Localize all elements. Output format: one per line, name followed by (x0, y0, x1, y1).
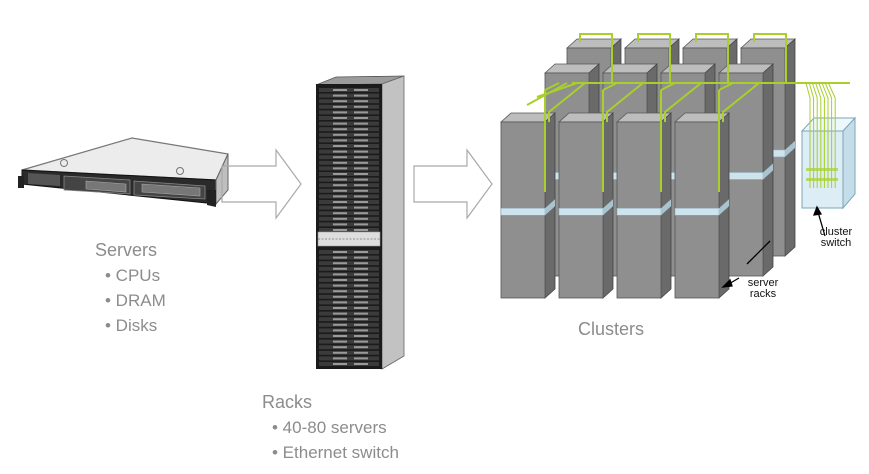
rack-server-unit (319, 116, 379, 120)
arrow-racks-to-clusters (413, 148, 493, 220)
rack-server-unit (319, 294, 379, 299)
cluster-rack (615, 112, 673, 299)
rack-server-unit (319, 322, 379, 327)
rack-server-unit (319, 88, 379, 92)
rack-server-unit (319, 278, 379, 282)
rack-server-unit (319, 216, 379, 221)
rack-server-unit (319, 350, 379, 355)
rack-server-unit (319, 250, 379, 254)
rack-server-unit (319, 177, 379, 182)
rack-server-unit (319, 356, 379, 361)
rack-server-unit (319, 266, 379, 271)
server-racks-label: server racks (741, 278, 785, 300)
rack-server-unit (319, 183, 379, 188)
servers-bullets: • CPUs • DRAM • Disks (105, 263, 166, 338)
rack-server-unit (319, 121, 379, 126)
cluster-switch-illustration (800, 82, 857, 210)
rack-server-unit (319, 138, 379, 143)
label-pointers (721, 205, 826, 288)
rack-server-unit (319, 200, 379, 204)
cluster-rack (499, 112, 557, 299)
rack-server-unit (319, 261, 379, 266)
rack-server-unit (319, 127, 379, 132)
rack-server-unit (319, 132, 379, 137)
racks-bullet-ethernet-switch: • Ethernet switch (272, 443, 399, 462)
racks-bullet-servers: • 40-80 servers (272, 418, 387, 437)
cluster-cables (526, 33, 850, 192)
rack-server-unit (319, 345, 379, 350)
servers-bullet-disks: • Disks (105, 316, 158, 335)
rack-server-unit (319, 317, 379, 322)
cluster-switch-label-line1: cluster (819, 226, 853, 238)
rack-server-unit (319, 160, 379, 165)
rack-server-unit (319, 188, 379, 193)
rack-server-unit (319, 172, 379, 176)
servers-bullet-cpus: • CPUs (105, 266, 161, 285)
rack-server-unit (319, 334, 379, 338)
racks-bullets: • 40-80 servers • Ethernet switch (272, 415, 399, 465)
rack-server-unit (319, 306, 379, 310)
rack-server-unit (319, 205, 379, 210)
rack-server-unit (319, 211, 379, 216)
cluster-switch-label-line2: switch (820, 237, 852, 249)
rack-server-unit (319, 194, 379, 199)
rack-server-unit (319, 104, 379, 109)
racks-title: Racks (262, 392, 313, 412)
rack-server-unit (319, 283, 379, 288)
rack-server-unit (319, 255, 379, 260)
cluster-rack (557, 112, 615, 299)
rack-server-unit (319, 99, 379, 104)
rack-server-unit (319, 272, 379, 277)
server-illustration (18, 137, 229, 207)
server-racks-label-line2: racks (749, 288, 777, 300)
rack-illustration (315, 75, 405, 370)
rack-server-unit (319, 155, 379, 160)
rack-server-unit (319, 300, 379, 305)
rack-server-unit (319, 328, 379, 333)
rack-server-unit (319, 289, 379, 294)
server-racks-label-line1: server (747, 277, 779, 289)
cluster-switch-label: cluster switch (814, 227, 858, 249)
cluster-rack (673, 112, 731, 299)
servers-bullet-dram: • DRAM (105, 291, 166, 310)
rack-server-unit (319, 362, 379, 366)
rack-server-unit (319, 228, 379, 232)
rack-server-unit (319, 339, 379, 344)
rack-server-unit (319, 222, 379, 227)
arrow-servers-to-racks (221, 148, 302, 220)
servers-title: Servers (95, 240, 158, 260)
clusters-title: Clusters (578, 319, 645, 339)
rack-server-unit (319, 110, 379, 115)
rack-server-unit (319, 144, 379, 148)
rack-server-unit (319, 149, 379, 154)
rack-server-unit (319, 93, 379, 98)
rack-server-unit (319, 166, 379, 171)
rack-server-unit (319, 311, 379, 316)
